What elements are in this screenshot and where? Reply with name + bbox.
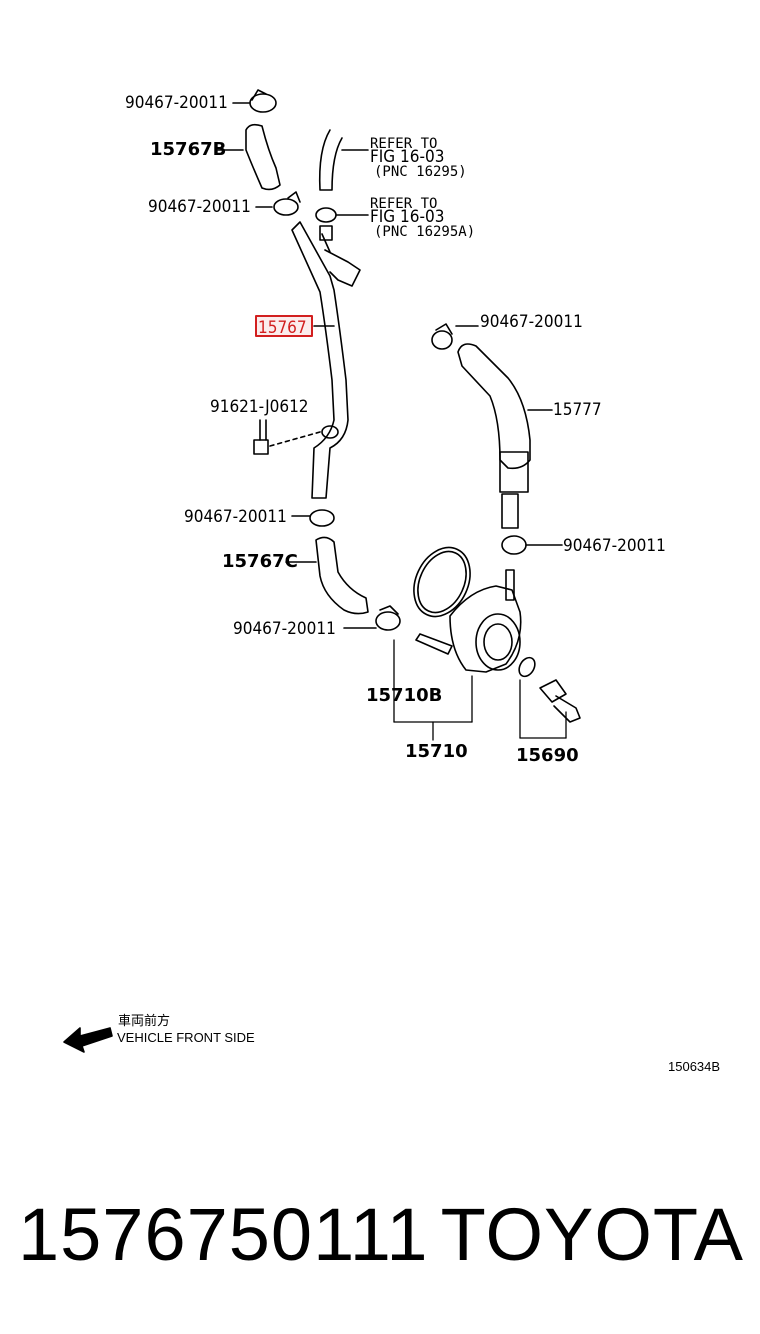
- label-hose-15767b: 15767B: [150, 139, 226, 160]
- label-hose-15767c: 15767C: [222, 551, 298, 572]
- label-refer-1-line1: REFER TO: [370, 136, 437, 152]
- label-clamp-upper: 90467-20011: [148, 197, 251, 217]
- hose-15777-icon: [457, 343, 553, 529]
- bolt-icon: [253, 419, 321, 455]
- label-clamp-top-left: 90467-20011: [125, 93, 228, 113]
- label-refer-2-line1: REFER TO: [370, 196, 437, 212]
- label-refer-1-line3: (PNC 16295): [374, 164, 467, 180]
- oil-cooler-icon: [415, 569, 522, 673]
- label-clamp-right-mid: 90467-20011: [563, 536, 666, 556]
- reference-hose-icon: [318, 129, 369, 191]
- highlight-box: [255, 315, 313, 337]
- parts-diagram: 90467-20011 15767B REFER TO FIG 16-03 (P…: [63, 89, 720, 1074]
- label-front-jp: 車両前方: [118, 1013, 170, 1028]
- o-ring-icon: [518, 656, 536, 678]
- bracket-lines: [393, 639, 567, 741]
- clamp-icon: [255, 191, 301, 216]
- hose-15767-icon: [291, 221, 361, 499]
- label-plug-15690: 15690: [516, 745, 579, 766]
- label-refer-2-line3: (PNC 16295A): [374, 224, 475, 240]
- clamp-icon: [501, 535, 563, 555]
- label-clamp-lower: 90467-20011: [233, 619, 336, 639]
- label-clamp-mid-left: 90467-20011: [184, 507, 287, 527]
- label-figure-code: 150634B: [668, 1059, 720, 1074]
- label-hose-15767: 15767: [258, 318, 307, 338]
- clamp-icon: [315, 207, 369, 241]
- footer-bar: 1576750111 TOYOTA: [0, 1190, 760, 1290]
- label-gasket-15710b: 15710B: [366, 685, 442, 706]
- label-clamp-right-top: 90467-20011: [480, 312, 583, 332]
- label-front-en: VEHICLE FRONT SIDE: [117, 1030, 255, 1045]
- label-refer-2-line2: FIG 16-03: [370, 207, 444, 227]
- part-number: 1576750111: [18, 1193, 429, 1276]
- clamp-icon: [232, 89, 277, 113]
- clamp-icon: [431, 323, 479, 350]
- label-refer-1-line2: FIG 16-03: [370, 147, 444, 167]
- hose-15767c-icon: [285, 536, 369, 615]
- arrow-left-icon: [63, 1027, 113, 1053]
- brand-name: TOYOTA: [440, 1193, 744, 1276]
- clamp-icon: [343, 605, 401, 631]
- label-bolt: 91621-J0612: [210, 397, 309, 417]
- gasket-icon: [413, 546, 471, 618]
- clamp-icon: [291, 509, 335, 527]
- label-cooler-15710: 15710: [405, 741, 468, 762]
- label-hose-15777: 15777: [553, 400, 602, 420]
- drain-plug-icon: [539, 679, 581, 723]
- hose-15767b-icon: [217, 123, 281, 191]
